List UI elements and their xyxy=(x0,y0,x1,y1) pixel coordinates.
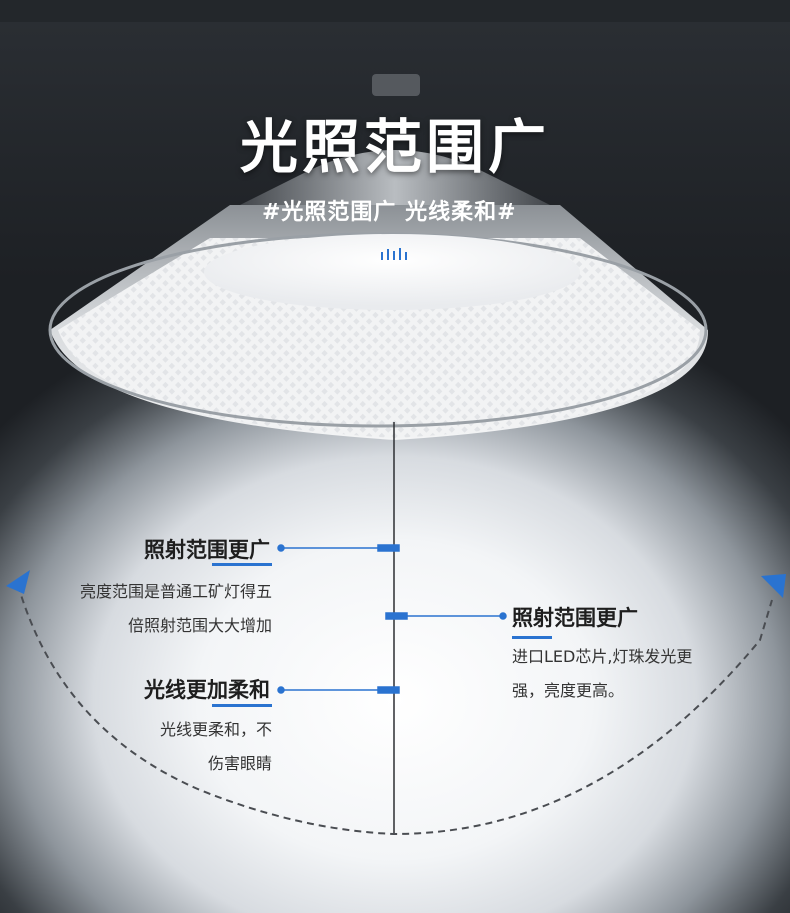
top-band xyxy=(0,0,790,22)
triangle-arrow-right-icon xyxy=(761,574,786,598)
callout-title-soft: 光线更加柔和 xyxy=(144,678,270,702)
callout-body-range: 亮度范围是普通工矿灯得五 倍照射范围大大增加 xyxy=(40,575,272,643)
callout-line: 亮度范围是普通工矿灯得五 xyxy=(79,582,272,601)
callout-line: 强，亮度更高。 xyxy=(512,681,625,700)
callout-underline xyxy=(212,563,272,566)
indicator-bars-icon xyxy=(381,248,407,260)
callout-body-soft: 光线更柔和，不 伤害眼睛 xyxy=(100,713,272,781)
page-subheadline: #光照范围广 光线柔和# xyxy=(262,200,517,225)
triangle-arrow-left-icon xyxy=(6,570,30,594)
callout-underline xyxy=(212,704,272,707)
lamp-cap-icon xyxy=(372,74,420,96)
callout-body-chip: 进口LED芯片,灯珠发光更 强，亮度更高。 xyxy=(512,640,732,708)
callout-title-chip: 照射范围更广 xyxy=(512,606,638,630)
callout-underline xyxy=(512,636,552,639)
callout-title-range: 照射范围更广 xyxy=(144,538,270,562)
callout-line: 进口LED芯片,灯珠发光更 xyxy=(512,647,693,666)
callout-line: 光线更柔和，不 xyxy=(159,720,272,739)
callout-line: 倍照射范围大大增加 xyxy=(127,616,272,635)
page-headline: 光照范围广 xyxy=(239,113,550,181)
callout-line: 伤害眼睛 xyxy=(207,754,272,773)
